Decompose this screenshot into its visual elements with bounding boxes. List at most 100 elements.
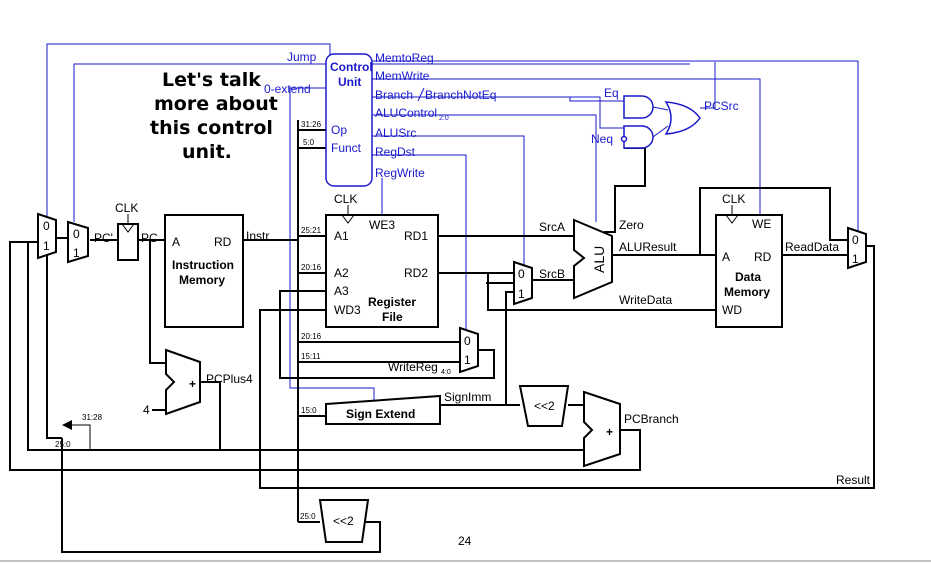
- imem-rd-label: RD: [214, 235, 232, 249]
- shift-left-2-branch: <<2: [518, 385, 570, 427]
- rf-wd3-label: WD3: [334, 303, 361, 317]
- writereg-label: WriteReg: [388, 360, 438, 374]
- note-line-3: this control: [150, 117, 273, 139]
- note-line-2: more about: [154, 93, 278, 115]
- pcplus4-label: PCPlus4: [206, 372, 253, 386]
- branch-label: Branch: [375, 88, 413, 102]
- dmem-title-1: Data: [735, 270, 761, 284]
- rf-title-2: File: [382, 310, 403, 324]
- aluresult-label: ALUResult: [619, 240, 677, 254]
- memwrite-label: MemWrite: [375, 69, 430, 83]
- field-31-26: 31:26: [301, 120, 322, 129]
- mux-input-1: 1: [852, 252, 859, 266]
- pc-clk-label: CLK: [115, 201, 138, 215]
- dmem-rd-label: RD: [754, 250, 772, 264]
- pcsrc-mux: 0 1: [67, 220, 89, 264]
- neq-label: Neq: [591, 132, 613, 146]
- mux-input-0: 0: [518, 267, 525, 281]
- readdata-label: ReadData: [785, 240, 839, 254]
- pcsrc-label: PCSrc: [704, 99, 739, 113]
- field-25-0: 25:0: [300, 512, 316, 521]
- field-25-21: 25:21: [301, 226, 322, 235]
- and-gate-neq: [623, 125, 654, 149]
- control-funct-label: Funct: [331, 141, 362, 155]
- instruction-memory: A RD Instruction Memory Instr: [164, 214, 269, 328]
- srca-label: SrcA: [539, 220, 565, 234]
- and-gate-eq: [623, 95, 654, 119]
- mux-input-1: 1: [43, 239, 50, 253]
- const-four: 4: [143, 403, 150, 417]
- field-15-11: 15:11: [301, 352, 321, 361]
- rf-clk-label: CLK: [334, 192, 357, 206]
- rf-title-1: Register: [368, 295, 416, 309]
- rf-a1-label: A1: [334, 229, 349, 243]
- dmem-wd-label: WD: [722, 303, 742, 317]
- note-line-4: unit.: [182, 141, 232, 163]
- control-unit-title-1: Control: [330, 60, 373, 74]
- field-25-0-b: 25:0: [55, 440, 71, 449]
- regwrite-label: RegWrite: [375, 166, 425, 180]
- control-op-label: Op: [331, 123, 347, 137]
- rf-a3-label: A3: [334, 284, 349, 298]
- dmem-clk-label: CLK: [722, 192, 745, 206]
- field-5-0: 5:0: [303, 138, 315, 147]
- result-label: Result: [836, 473, 871, 487]
- writereg-sub: 4:0: [441, 369, 451, 376]
- arrow-marker: [62, 420, 72, 430]
- inverter-bubble: [620, 135, 628, 143]
- instruction-fields: 31:26 5:0 25:21 20:16 20:16 15:11 15:0 2…: [55, 120, 322, 521]
- datapath-wires: [9, 120, 875, 553]
- field-31-28: 31:28: [82, 413, 103, 422]
- rf-rd2-label: RD2: [404, 266, 428, 280]
- sign-extend: Sign Extend SignImm: [325, 390, 491, 425]
- pcplus4-adder: + 4 PCPlus4: [143, 348, 253, 417]
- shift-left-2-jump: <<2: [318, 499, 370, 543]
- mux-input-0: 0: [464, 334, 471, 348]
- note-line-1: Let's talk: [162, 69, 261, 91]
- eq-label: Eq: [604, 86, 619, 100]
- alucontrol-label: ALUControl: [375, 106, 437, 120]
- mux-input-1: 1: [73, 246, 80, 260]
- alusrc-label: ALUSrc: [375, 126, 416, 140]
- alu: ALU Zero ALUResult WriteData: [573, 218, 677, 307]
- pcsrc-logic: [620, 95, 701, 149]
- instr-label: Instr: [246, 229, 269, 243]
- or-gate-pcsrc: [664, 101, 701, 135]
- alu-label: ALU: [591, 246, 607, 273]
- memtoreg-mux: 0 1 Result: [836, 226, 871, 487]
- pc-label: PC: [141, 231, 158, 245]
- pc-register: CLK PC: [115, 201, 158, 261]
- memtoreg-label: MemtoReg: [375, 51, 434, 65]
- regdst-label: RegDst: [375, 145, 416, 159]
- imem-title-1: Instruction: [172, 258, 234, 272]
- alucontrol-sub: 2:0: [439, 115, 449, 122]
- field-20-16b: 20:16: [301, 332, 322, 341]
- field-20-16a: 20:16: [301, 263, 322, 272]
- mux-input-0: 0: [852, 233, 859, 247]
- adder-plus: +: [189, 377, 196, 391]
- alusrc-mux: 0 1 SrcA SrcB: [513, 220, 565, 306]
- control-unit: Control Unit Op Funct MemtoReg MemWrite …: [264, 50, 739, 187]
- writedata-label: WriteData: [619, 293, 672, 307]
- pc-prime-label: PC': [94, 231, 113, 245]
- dmem-a-label: A: [722, 250, 730, 264]
- zero-extend-label: 0-extend: [264, 82, 311, 96]
- pcbranch-adder: + PCBranch: [583, 390, 679, 468]
- dmem-title-2: Memory: [724, 285, 770, 299]
- srcb-label: SrcB: [539, 267, 565, 281]
- register-file: CLK WE3 A1 A2 A3 WD3 RD1 RD2 Register Fi…: [325, 192, 439, 328]
- pcbranch-label: PCBranch: [624, 412, 679, 426]
- zero-label: Zero: [619, 218, 644, 232]
- page-number: 24: [458, 534, 472, 548]
- annotation-note: Let's talk more about this control unit.: [150, 69, 278, 163]
- jump-label: Jump: [287, 50, 317, 64]
- imem-a-label: A: [172, 235, 180, 249]
- adder-plus: +: [606, 425, 613, 439]
- regdst-mux: 0 1 WriteReg 4:0: [388, 326, 479, 376]
- rf-rd1-label: RD1: [404, 229, 428, 243]
- rf-we3-label: WE3: [369, 218, 395, 232]
- signimm-label: SignImm: [444, 390, 491, 404]
- mux-input-0: 0: [73, 227, 80, 241]
- mux-input-0: 0: [43, 219, 50, 233]
